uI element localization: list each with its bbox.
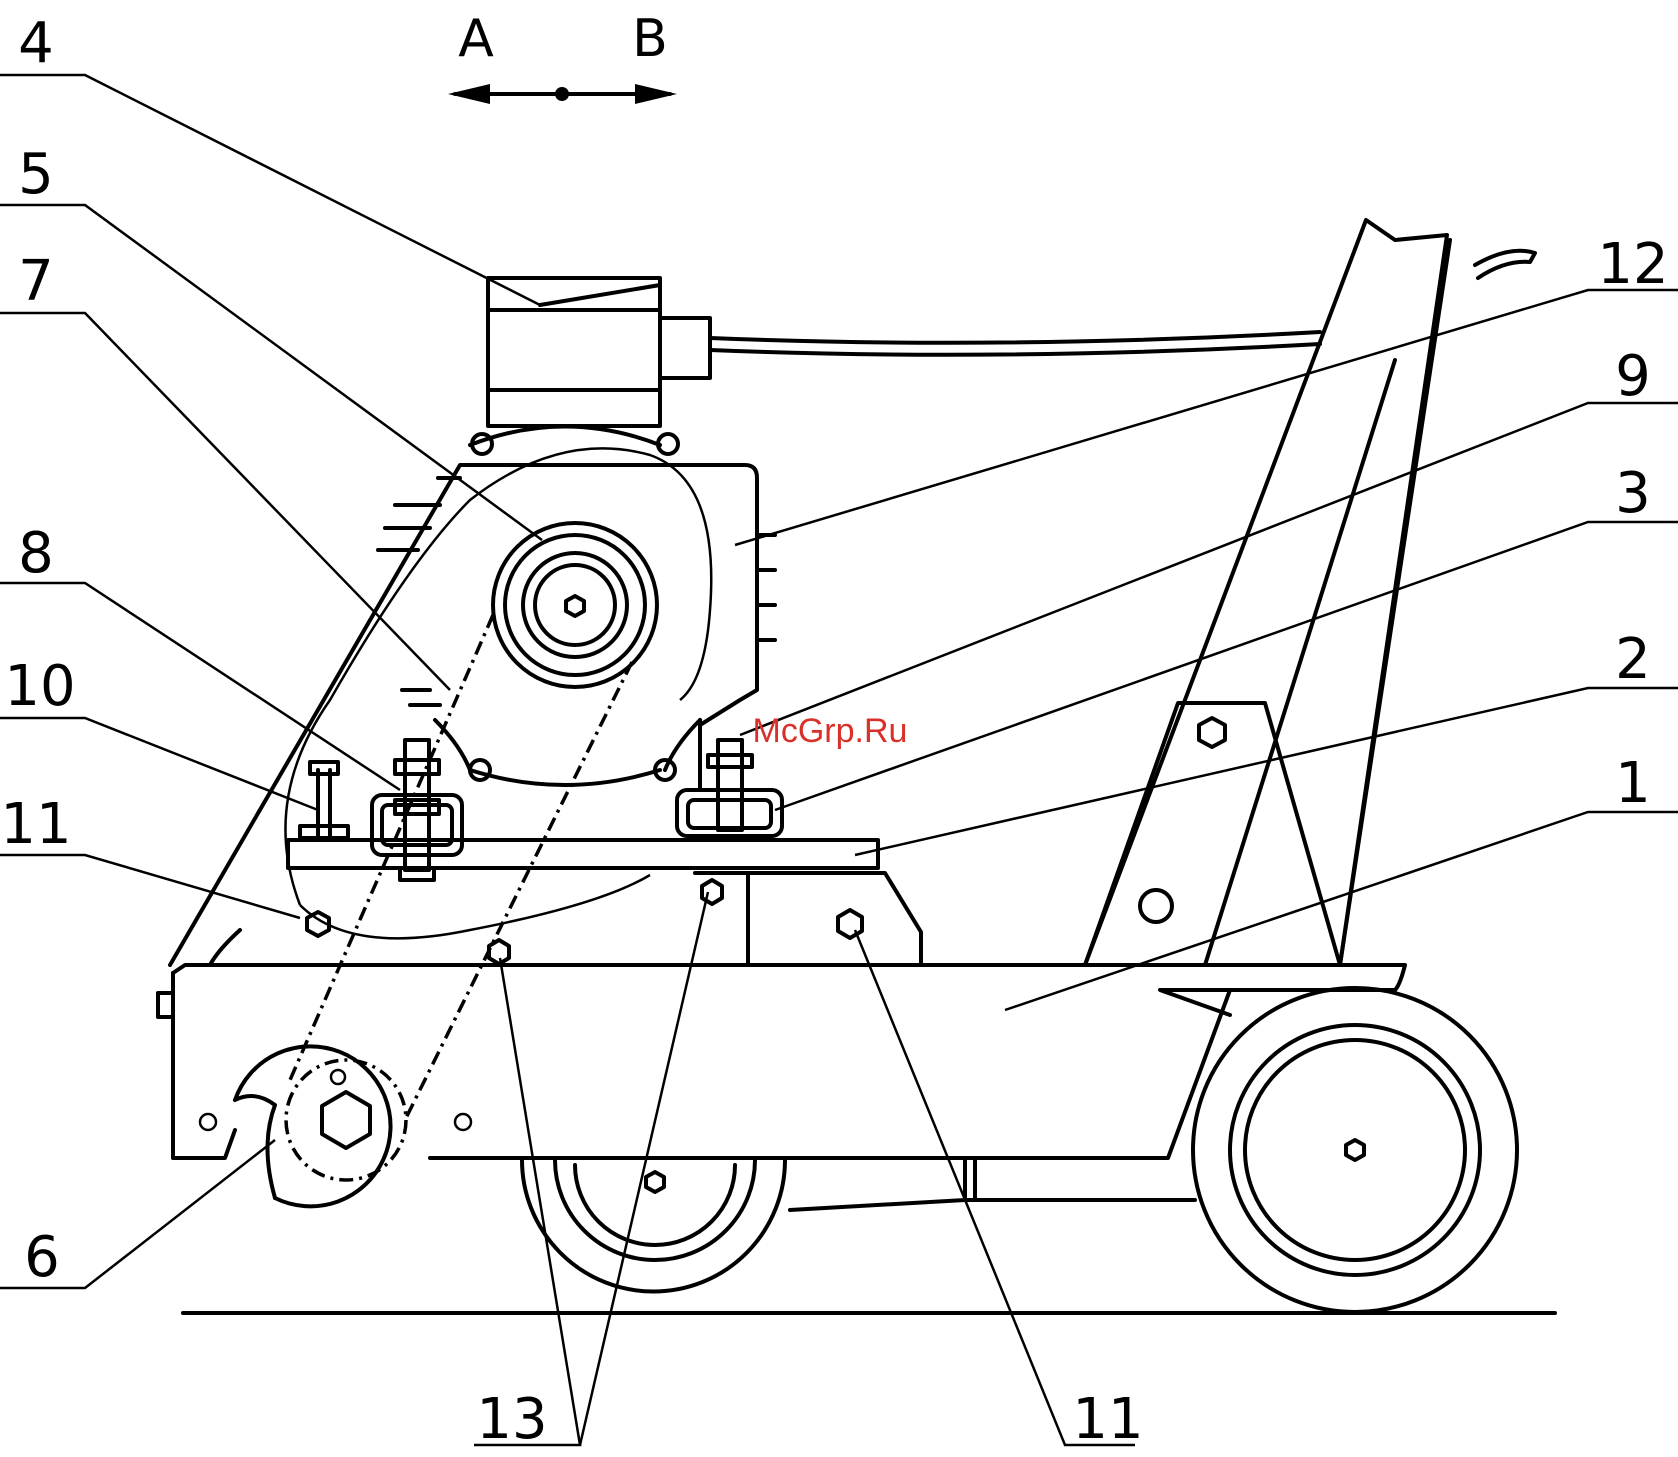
callout-8: 8 [18, 521, 54, 586]
rear-wheel-hub-icon [1346, 1140, 1364, 1160]
rear-wheel [1193, 988, 1517, 1312]
callout-13: 13 [476, 1387, 547, 1452]
callout-11-left: 11 [0, 792, 71, 857]
callout-7: 7 [18, 249, 54, 314]
motor [435, 278, 710, 785]
tension-bolt [300, 762, 348, 838]
main-frame [158, 965, 1405, 1210]
callout-3: 3 [1615, 461, 1651, 526]
bracket-pivot-icon [1140, 890, 1172, 922]
arrow-left-icon [448, 84, 490, 104]
driven-pulley-nut-icon [322, 1092, 370, 1148]
direction-label-b: B [632, 9, 668, 69]
pulley-nut-icon [566, 596, 584, 616]
support-block [695, 873, 921, 965]
front-wheel-hub-icon [646, 1172, 664, 1192]
callout-2: 2 [1615, 627, 1651, 692]
frame-end-plate [158, 993, 173, 1017]
callout-12: 12 [1597, 232, 1668, 297]
callout-1: 1 [1615, 751, 1651, 816]
side-cover [170, 448, 775, 965]
direction-center-dot [555, 87, 569, 101]
watermark: McGrp.Ru [753, 712, 908, 750]
arrow-right-icon [635, 84, 677, 104]
direction-indicator: A B [448, 9, 677, 104]
driven-pulley [235, 1046, 406, 1206]
bolt-13-b-icon [489, 940, 509, 964]
callout-5: 5 [18, 142, 54, 207]
callout-9: 9 [1615, 344, 1651, 409]
leader-lines [0, 75, 1678, 1445]
callout-11-right: 11 [1072, 1387, 1143, 1452]
motor-junction-box [660, 318, 710, 378]
callout-6: 6 [24, 1225, 60, 1290]
direction-label-a: A [458, 9, 494, 69]
callout-10: 10 [4, 654, 75, 719]
bracket-bolt-icon [1199, 718, 1225, 747]
callout-4: 4 [18, 11, 54, 76]
front-wheel [522, 1160, 785, 1292]
motor-cable [710, 332, 1320, 343]
bolt-11-right-icon [838, 910, 862, 938]
